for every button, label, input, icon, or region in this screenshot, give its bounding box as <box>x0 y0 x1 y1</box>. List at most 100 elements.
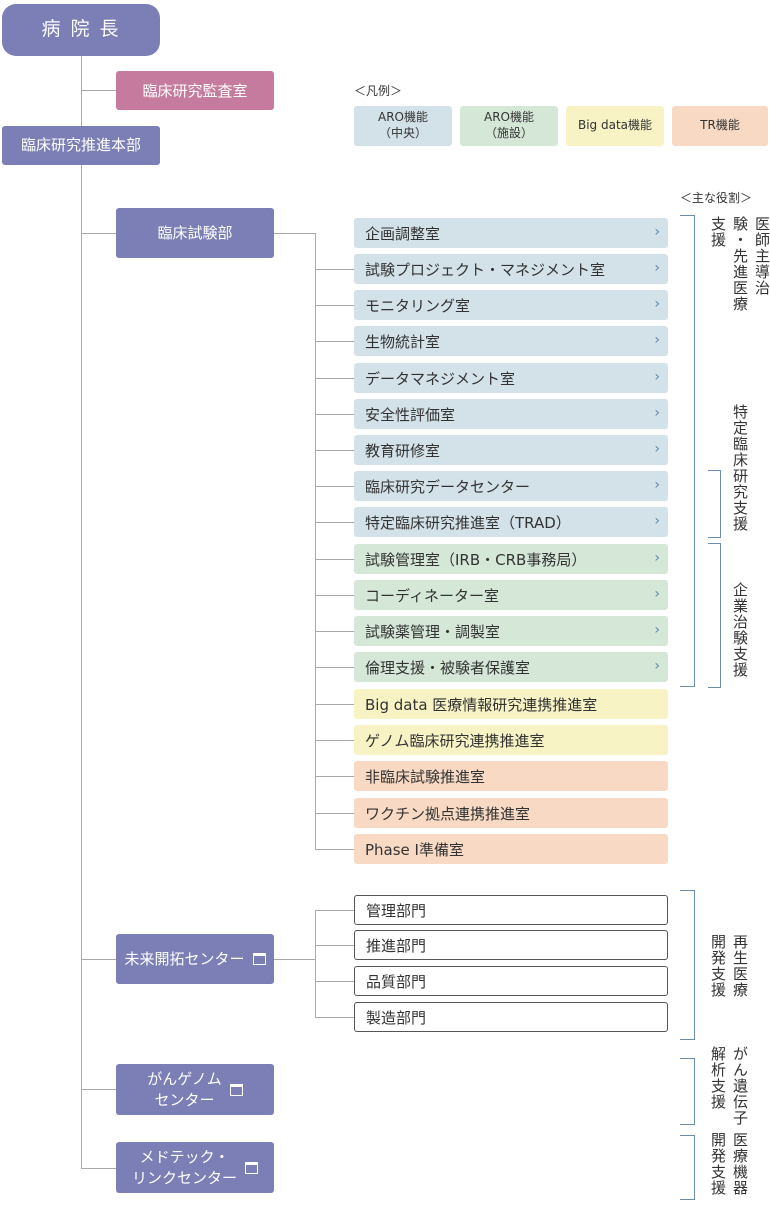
chevron-right-icon: › <box>654 586 660 602</box>
connector-medtech <box>81 1168 116 1169</box>
dept-branch <box>315 378 354 379</box>
promotion-hq-box: 臨床研究推進本部 <box>2 126 160 165</box>
genome-center-line1: がんゲノム <box>147 1070 222 1089</box>
dept-genome: ゲノム臨床研究連携推進室 <box>354 725 668 755</box>
chevron-right-icon: › <box>654 550 660 566</box>
dept-label: 臨床研究データセンター <box>365 477 531 496</box>
role-bracket-5 <box>680 1058 695 1125</box>
dept-data-management[interactable]: データマネジメント室 › <box>354 363 668 393</box>
dept-project-management[interactable]: 試験プロジェクト・マネジメント室 › <box>354 254 668 284</box>
chevron-right-icon: › <box>654 441 660 457</box>
dept-ethics[interactable]: 倫理支援・被験者保護室 › <box>354 652 668 682</box>
chevron-right-icon: › <box>654 296 660 312</box>
dept-branch <box>315 631 354 632</box>
unit-label: 推進部門 <box>366 936 427 955</box>
clinical-trial-dept-box[interactable]: 臨床試験部 <box>116 208 274 258</box>
dept-label: Phase I準備室 <box>365 840 464 859</box>
dept-data-center[interactable]: 臨床研究データセンター › <box>354 471 668 501</box>
role-bracket-3 <box>708 543 721 688</box>
dept-monitoring[interactable]: モニタリング室 › <box>354 290 668 320</box>
dept-label: 非臨床試験推進室 <box>365 767 486 786</box>
dept-label: 倫理支援・被験者保護室 <box>365 658 531 677</box>
dept-label: 特定臨床研究推進室（TRAD） <box>365 513 571 532</box>
future-unit-quality: 品質部門 <box>354 966 668 996</box>
connector-audit <box>81 90 116 91</box>
unit-label: 管理部門 <box>366 901 427 920</box>
dept-branch <box>315 269 354 270</box>
legend-aro-central: ARO機能（中央） <box>354 106 452 146</box>
dept-branch <box>315 849 354 850</box>
future-h-line <box>274 959 315 960</box>
dept-branch <box>315 776 354 777</box>
chevron-right-icon: › <box>654 405 660 421</box>
dept-label: 試験薬管理・調製室 <box>365 622 501 641</box>
dept-branch <box>315 486 354 487</box>
role-bracket-6 <box>680 1135 695 1200</box>
dept-coordinator[interactable]: コーディネーター室 › <box>354 580 668 610</box>
role-label-cancer-gene-analysis: がん遺伝子解析支援 <box>709 1046 749 1126</box>
genome-center-box[interactable]: がんゲノムセンター <box>116 1064 274 1115</box>
dept-branch <box>315 704 354 705</box>
dept-drug-management[interactable]: 試験薬管理・調製室 › <box>354 616 668 646</box>
dept-label: ゲノム臨床研究連携推進室 <box>365 731 545 750</box>
dept-education[interactable]: 教育研修室 › <box>354 435 668 465</box>
dept-branch <box>315 813 354 814</box>
role-label-investigator-trials: 医師主導治験・先進医療支援 <box>709 216 770 312</box>
chevron-right-icon: › <box>654 513 660 529</box>
dept-branch <box>315 414 354 415</box>
genome-center-line2: センター <box>154 1090 215 1109</box>
legend-aro-site: ARO機能（施設） <box>460 106 558 146</box>
window-icon <box>245 1161 258 1174</box>
future-branch <box>315 910 354 911</box>
dept-branch <box>315 305 354 306</box>
role-bracket-2 <box>708 470 721 538</box>
future-branch <box>315 981 354 982</box>
connector-future <box>81 959 116 960</box>
future-unit-promotion: 推進部門 <box>354 930 668 960</box>
dept-planning[interactable]: 企画調整室 › <box>354 218 668 248</box>
role-bracket-4 <box>680 890 695 1040</box>
chevron-right-icon: › <box>654 369 660 385</box>
trial-dept-v-line <box>315 233 316 850</box>
future-center-box[interactable]: 未来開拓センター <box>116 934 274 984</box>
roles-title: ＜主な役割＞ <box>680 191 753 205</box>
dept-label: コーディネーター室 <box>365 586 499 605</box>
dept-biostatistics[interactable]: 生物統計室 › <box>354 326 668 356</box>
unit-label: 製造部門 <box>366 1008 427 1027</box>
dept-trial-management[interactable]: 試験管理室（IRB・CRB事務局）› <box>354 544 668 574</box>
dept-label: 教育研修室 <box>365 441 441 460</box>
dept-trad[interactable]: 特定臨床研究推進室（TRAD） › <box>354 507 668 537</box>
medtech-center-box[interactable]: メドテック・リンクセンター <box>116 1142 274 1193</box>
chevron-right-icon: › <box>654 260 660 276</box>
legend-bigdata: Big data機能 <box>566 106 664 146</box>
dept-label: モニタリング室 <box>365 296 471 315</box>
dept-branch <box>315 667 354 668</box>
future-v-line <box>315 910 316 1017</box>
role-bracket-1 <box>680 215 695 687</box>
dept-label: データマネジメント室 <box>365 369 516 388</box>
connector-trial-dept <box>81 233 116 234</box>
chevron-right-icon: › <box>654 332 660 348</box>
future-unit-manufacturing: 製造部門 <box>354 1002 668 1032</box>
dept-branch <box>315 740 354 741</box>
window-icon <box>252 953 266 965</box>
dept-branch <box>315 559 354 560</box>
legend-tr: TR機能 <box>672 106 768 146</box>
chevron-right-icon: › <box>654 224 660 240</box>
role-label-specific-clinical-research: 特定臨床研究支援 <box>731 404 749 532</box>
audit-office-box[interactable]: 臨床研究監査室 <box>116 71 274 110</box>
dept-phase1: Phase I準備室 <box>354 834 668 864</box>
chevron-right-icon: › <box>654 622 660 638</box>
connector-genome <box>81 1089 116 1090</box>
dept-label: 企画調整室 <box>365 224 441 243</box>
chevron-right-icon: › <box>654 477 660 493</box>
role-label-regenerative-medicine: 再生医療開発支援 <box>709 934 749 998</box>
dept-branch <box>315 522 354 523</box>
dept-label: 安全性評価室 <box>365 405 456 424</box>
window-icon <box>229 1083 243 1096</box>
dept-label: 試験プロジェクト・マネジメント室 <box>365 260 606 279</box>
chevron-right-icon: › <box>654 658 660 674</box>
dept-label: 生物統計室 <box>365 332 441 351</box>
future-branch <box>315 1017 354 1018</box>
dept-safety[interactable]: 安全性評価室 › <box>354 399 668 429</box>
